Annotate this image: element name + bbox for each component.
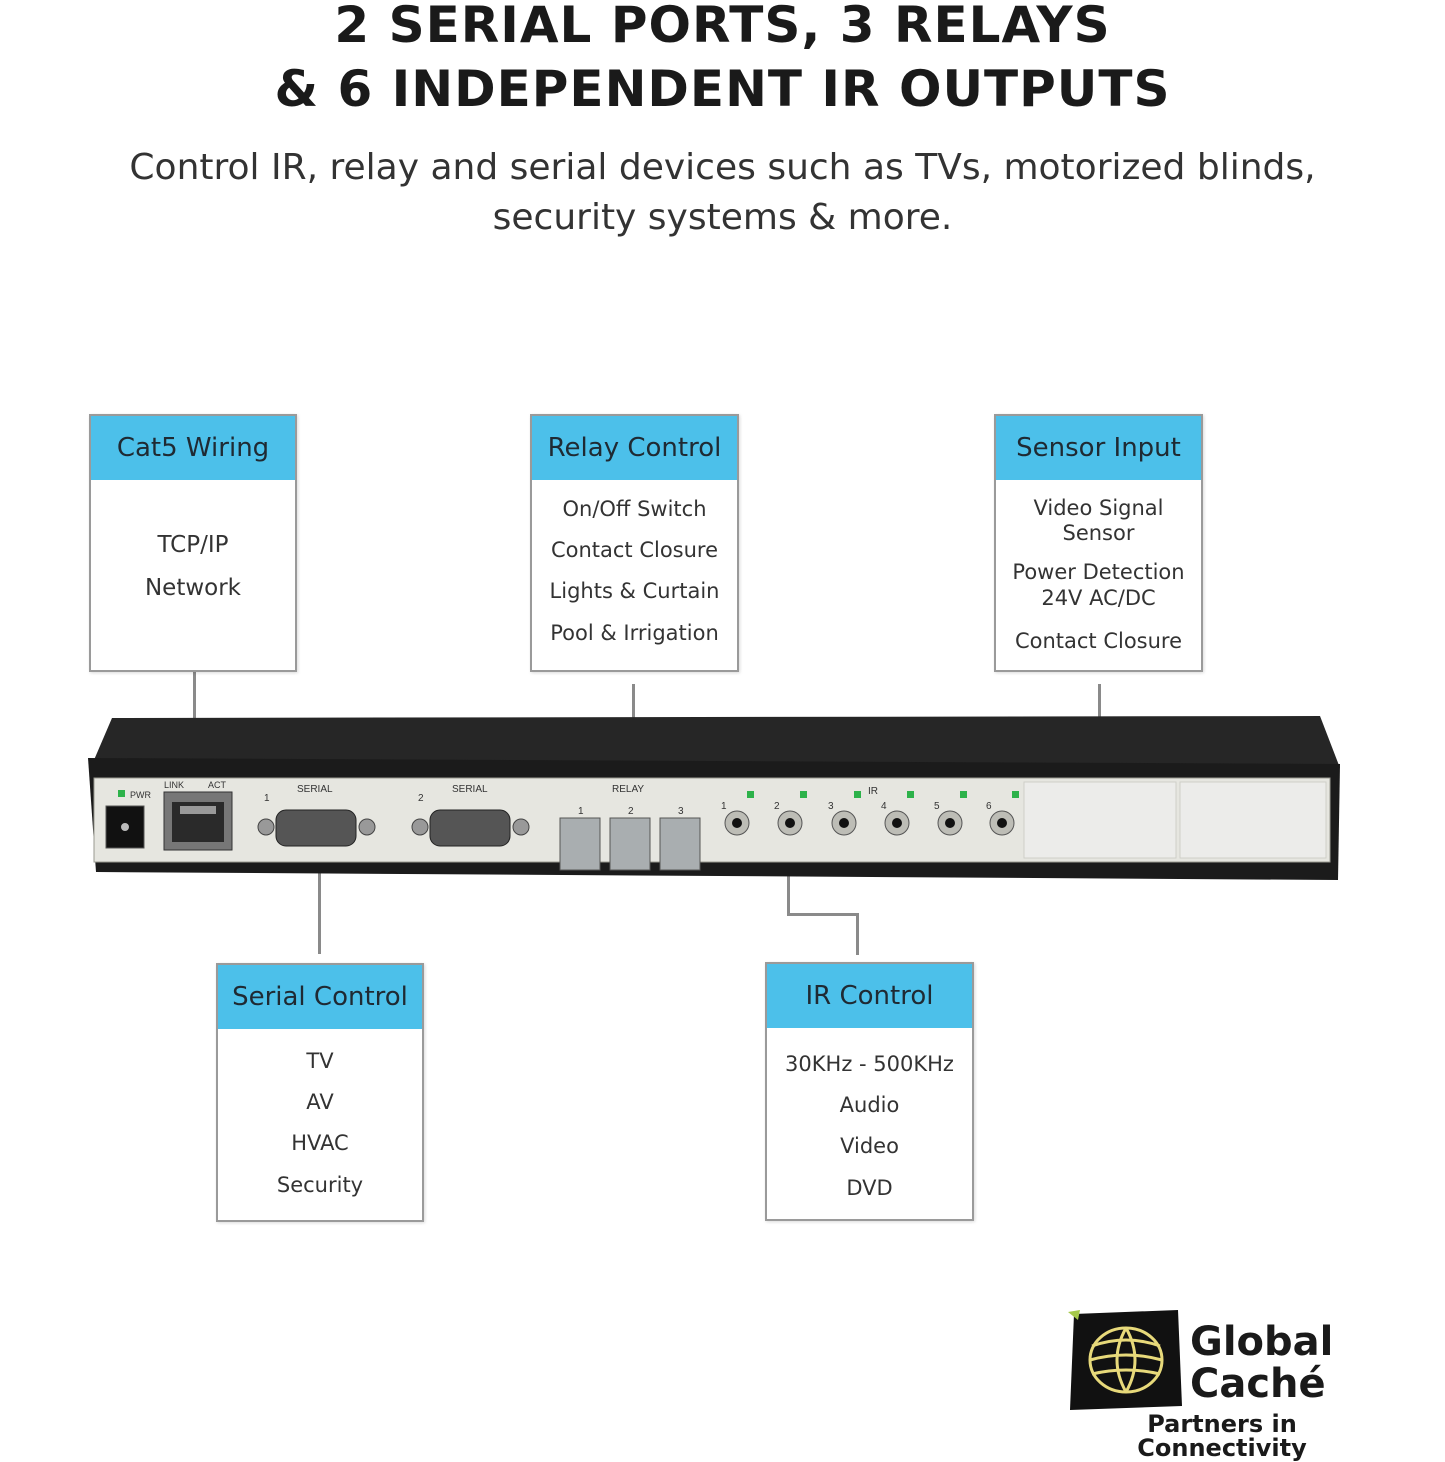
ir-1-number: 1 <box>721 801 727 812</box>
relay-2-terminal <box>609 817 651 871</box>
ir-6-number: 6 <box>986 801 992 812</box>
brand-name-line-2: Caché <box>1190 1361 1326 1407</box>
serial-item-hvac: HVAC <box>291 1131 349 1156</box>
callout-sensor-input: Sensor Input Video Signal Sensor Power D… <box>994 414 1203 672</box>
callout-serial-control: Serial Control TV AV HVAC Security <box>216 963 424 1222</box>
ir-label: IR <box>868 786 878 797</box>
ir-5-jack-hole <box>945 818 955 828</box>
serial-item-security: Security <box>276 1172 364 1197</box>
relay-1-number: 1 <box>578 806 584 817</box>
ir-connector-h <box>787 913 859 916</box>
ir-5-number: 5 <box>934 801 940 812</box>
ir-3-led <box>854 791 861 798</box>
device-blank-panel-2 <box>1179 781 1327 859</box>
brand-tagline: Partners in Connectivity <box>1137 1410 1307 1462</box>
sensor-item-3: Contact Closure <box>1014 628 1183 653</box>
relay-item-3: Lights & Curtain <box>549 579 720 604</box>
sensor-item-1: Video Signal Sensor <box>1033 496 1164 546</box>
ir-2-jack-hole <box>785 818 795 828</box>
serial-2-label: SERIAL <box>452 784 488 795</box>
pwr-label: PWR <box>130 790 151 800</box>
relay-label: RELAY <box>612 784 644 795</box>
callout-cat5-wiring: Cat5 Wiring TCP/IP Network <box>89 414 297 672</box>
device-top-surface <box>94 716 1340 768</box>
ir-ports: 1 2 3 4 5 6 <box>721 791 1019 836</box>
callout-ir-control: IR Control 30KHz - 500KHz Audio Video DV… <box>765 962 974 1221</box>
serial-2-screw-left <box>411 818 429 836</box>
serial-1-label: SERIAL <box>297 784 333 795</box>
subtitle-line-1: Control IR, relay and serial devices suc… <box>129 147 1316 188</box>
callout-relay-title: Relay Control <box>532 416 737 480</box>
brand-globe-logo <box>1068 1310 1182 1410</box>
serial-1-connector <box>275 809 357 847</box>
ir-4-number: 4 <box>881 801 887 812</box>
serial-2-number: 2 <box>418 793 424 804</box>
ir-3-jack-hole <box>839 818 849 828</box>
serial-1-screw-left <box>257 818 275 836</box>
ir-1-led <box>747 791 754 798</box>
relay-1-terminal <box>559 817 601 871</box>
ir-item-video: Video <box>840 1134 899 1159</box>
serial-connector <box>318 852 321 954</box>
ir-6-jack-hole <box>997 818 1007 828</box>
headline-line-1: 2 SERIAL PORTS, 3 RELAYS <box>334 0 1111 54</box>
serial-1-number: 1 <box>264 793 270 804</box>
serial-2-connector <box>429 809 511 847</box>
ir-item-dvd: DVD <box>846 1175 893 1200</box>
serial-item-tv: TV <box>306 1049 334 1073</box>
callout-ir-title: IR Control <box>767 964 972 1028</box>
cat5-item-tcpip: TCP/IP <box>157 532 229 558</box>
power-jack-pin <box>121 823 129 831</box>
ir-2-led <box>800 791 807 798</box>
relay-2-number: 2 <box>628 806 634 817</box>
relay-item-1: On/Off Switch <box>562 497 707 521</box>
ir-6-led <box>1012 791 1019 798</box>
act-label: ACT <box>208 780 227 790</box>
relay-3-number: 3 <box>678 806 684 817</box>
ir-item-audio: Audio <box>839 1093 900 1118</box>
ir-3-number: 3 <box>828 801 834 812</box>
subtitle-line-2: security systems & more. <box>492 197 953 238</box>
callout-serial-title: Serial Control <box>218 965 422 1029</box>
callout-relay-control: Relay Control On/Off Switch Contact Clos… <box>530 414 739 672</box>
ir-connector-v1 <box>787 872 790 916</box>
ir-4-led <box>907 791 914 798</box>
serial-item-av: AV <box>306 1090 334 1115</box>
ethernet-pins <box>180 806 216 814</box>
device-image: PWR LINK ACT 1 SERIAL 2 SERIAL RELAY 1 2… <box>88 716 1340 880</box>
relay-3-terminal <box>659 817 701 871</box>
device-blank-panel-1 <box>1023 781 1177 859</box>
callout-sensor-title: Sensor Input <box>996 416 1201 480</box>
relay-item-2: Contact Closure <box>550 538 719 563</box>
cat5-item-network: Network <box>144 574 242 601</box>
serial-2-screw-right <box>512 818 530 836</box>
ir-4-jack-hole <box>892 818 902 828</box>
ir-2-number: 2 <box>774 801 780 812</box>
callout-cat5-title: Cat5 Wiring <box>91 416 295 480</box>
ir-5-led <box>960 791 967 798</box>
ir-connector-v2 <box>856 913 859 955</box>
serial-1-screw-right <box>358 818 376 836</box>
sensor-connector-v1 <box>1098 684 1101 730</box>
ir-1-jack-hole <box>732 818 742 828</box>
relay-item-4: Pool & Irrigation <box>550 620 719 645</box>
brand-name-line-1: Global <box>1190 1319 1334 1365</box>
headline-line-2: & 6 INDEPENDENT IR OUTPUTS <box>274 60 1171 118</box>
link-label: LINK <box>164 780 184 790</box>
pwr-led <box>118 790 125 797</box>
sensor-item-2: Power Detection 24V AC/DC <box>1012 560 1185 610</box>
ir-item-frequency: 30KHz - 500KHz <box>785 1052 954 1076</box>
